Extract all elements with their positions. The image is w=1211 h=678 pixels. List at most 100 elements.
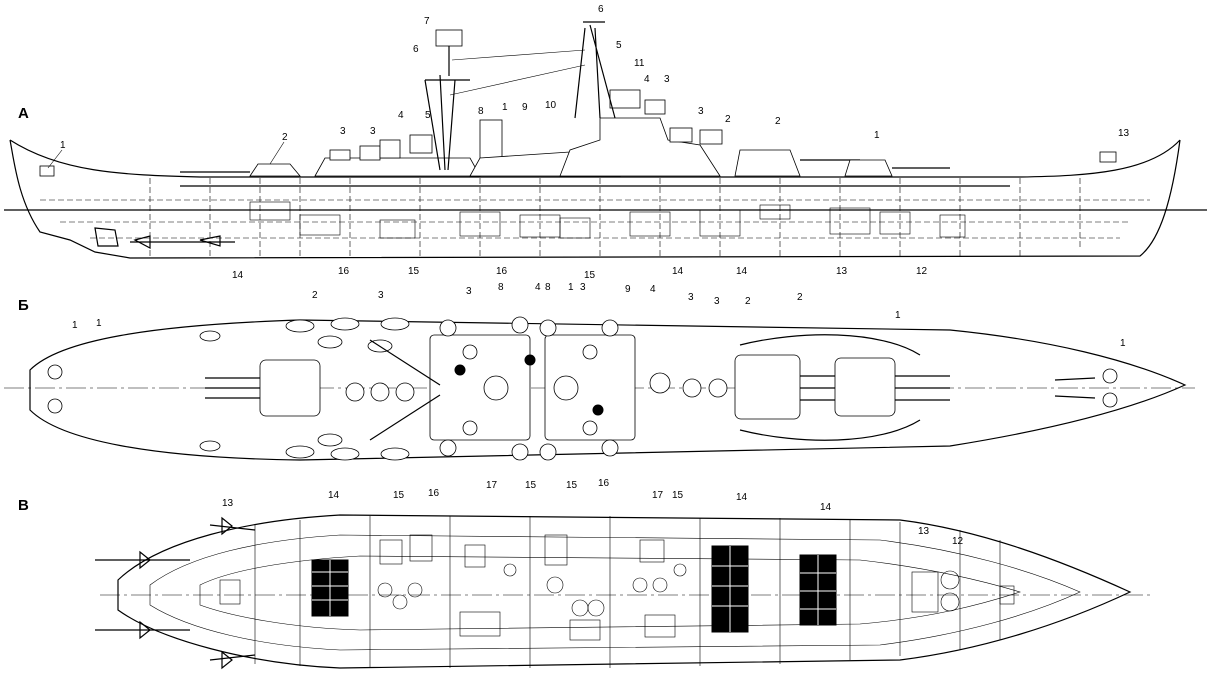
callout: 15 [393, 490, 405, 501]
callout: 4 [644, 74, 650, 85]
callout: 17 [652, 490, 664, 501]
torpedo-bulkhead [199, 555, 1022, 631]
aft-mast [424, 74, 470, 171]
callout: 12 [916, 266, 928, 277]
callout: 1 [568, 282, 574, 293]
callout: 15 [408, 266, 420, 277]
callout: 2 [282, 132, 288, 143]
sec-mount-aft-1 [329, 149, 351, 161]
hold-plan-view: В [18, 478, 1150, 670]
view-label-deck-plan: Б [18, 297, 29, 314]
deck-plan-view: Б [4, 282, 1195, 461]
callout: 16 [598, 478, 610, 489]
callout: 1 [96, 318, 102, 329]
callout: 16 [338, 266, 350, 277]
sec-mount-fwd-1 [669, 127, 693, 143]
fwd-mast [574, 24, 616, 119]
mast-stay-upper [451, 49, 586, 61]
superstructure-profile [39, 21, 1117, 177]
callout: 13 [1118, 128, 1130, 139]
callout: 15 [525, 480, 537, 491]
bridge-superstructure [559, 117, 721, 177]
callouts-hold-plan: 13 14 15 16 17 15 15 16 17 15 14 14 13 1… [222, 478, 964, 547]
callout: 7 [424, 16, 430, 27]
turret-aft [249, 163, 301, 177]
view-label-hold-plan: В [18, 497, 29, 514]
callout: 14 [328, 490, 340, 501]
mast-stay-lower [449, 64, 586, 96]
turret-fwd-1-plan [734, 354, 801, 420]
stern-mount-plan [47, 398, 63, 414]
bow-mount [1099, 151, 1117, 163]
bow-mount-plan [1102, 392, 1118, 408]
turret-aft-plan [259, 359, 321, 417]
sec-mount-fwd-2 [699, 129, 723, 145]
callout: 2 [797, 292, 803, 303]
callout: 2 [775, 116, 781, 127]
callout: 10 [545, 100, 557, 111]
callout: 6 [598, 4, 604, 15]
callout: 6 [413, 44, 419, 55]
callout: 14 [820, 502, 832, 513]
funnel-plan-aft [483, 375, 509, 401]
anchor-chains [1054, 377, 1096, 399]
callout: 5 [425, 110, 431, 121]
callout: 4 [398, 110, 404, 121]
callout: 3 [698, 106, 704, 117]
view-label-profile: А [18, 105, 29, 122]
callout: 3 [714, 296, 720, 307]
callout: 16 [496, 266, 508, 277]
callout: 1 [1120, 338, 1126, 349]
callout: 3 [378, 290, 384, 301]
bulkheads-profile [149, 178, 1081, 256]
callout: 8 [478, 106, 484, 117]
callout: 12 [952, 536, 964, 547]
callout: 1 [60, 140, 66, 151]
director-aft [379, 139, 401, 159]
turret-fwd-2 [844, 159, 893, 177]
rudder [94, 227, 119, 247]
callout: 11 [634, 58, 645, 69]
crane-arm [369, 394, 441, 441]
magazine-grid-lines [312, 546, 836, 632]
callout: 3 [340, 126, 346, 137]
callouts-deck-plan: 2 3 3 8 4 8 1 3 9 4 3 3 2 2 1 1 1 1 [72, 282, 1126, 349]
director-aft-2 [409, 134, 433, 154]
callout: 2 [745, 296, 751, 307]
callout: 1 [502, 102, 508, 113]
hold-hull-outline [117, 514, 1132, 669]
callout: 14 [232, 270, 244, 281]
callout: 9 [522, 102, 528, 113]
machinery-profile [249, 201, 966, 239]
callout: 1 [72, 320, 78, 331]
callout: 13 [836, 266, 848, 277]
crane-arm [369, 339, 441, 386]
callout: 2 [312, 290, 318, 301]
callout: 14 [672, 266, 684, 277]
callout: 15 [584, 270, 596, 281]
callout: 15 [672, 490, 684, 501]
funnel-plan-fwd [553, 375, 579, 401]
callout: 2 [725, 114, 731, 125]
sec-mount-aft-2 [359, 145, 381, 161]
callout: 13 [222, 498, 234, 509]
callout: 3 [688, 292, 694, 303]
callout: 9 [625, 284, 631, 295]
callout: 8 [498, 282, 504, 293]
radar-antenna-aft [435, 29, 463, 47]
aft-superstructure-plan [429, 334, 531, 441]
bulkheads-hold [254, 516, 1001, 668]
callout: 4 [650, 284, 656, 295]
callout: 1 [874, 130, 880, 141]
stern-mount [39, 165, 55, 177]
fwd-superstructure-plan [544, 334, 636, 441]
hull-outline [9, 139, 1181, 259]
profile-view: А [4, 4, 1207, 281]
callout: 5 [616, 40, 622, 51]
boats-plan [199, 317, 410, 461]
turret-fwd-1 [734, 149, 801, 177]
callout: 16 [428, 488, 440, 499]
callout: 15 [566, 480, 578, 491]
funnel [479, 119, 503, 159]
